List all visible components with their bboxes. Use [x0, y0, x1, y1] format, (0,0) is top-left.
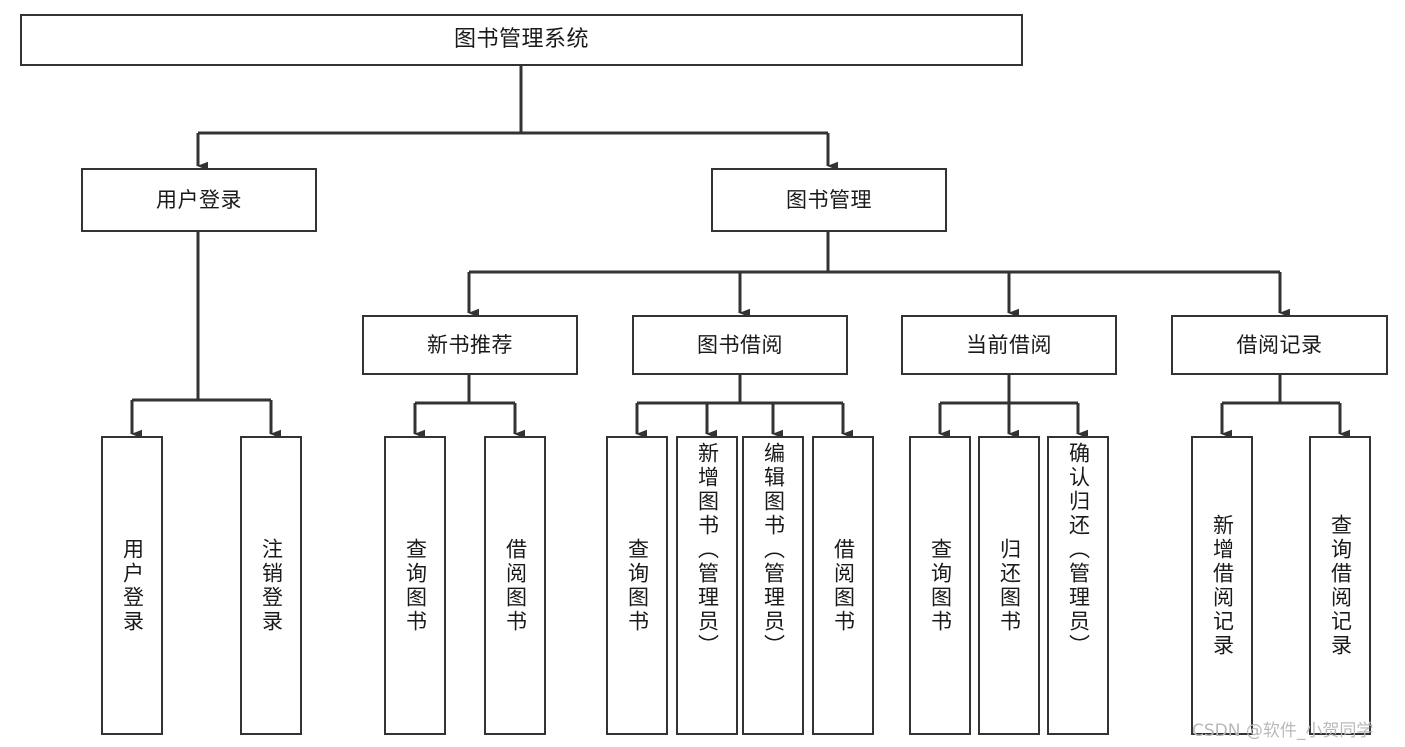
node-label: 编辑图书（管理员） — [761, 442, 786, 658]
node-label: 新增借阅记录 — [1210, 513, 1235, 658]
node-book-borrow[interactable]: 图书借阅 — [632, 315, 848, 375]
node-label: 查询借阅记录 — [1328, 513, 1353, 658]
node-leaf-query-book-borrow[interactable]: 查询图书 — [606, 436, 668, 735]
node-leaf-add-borrow-record[interactable]: 新增借阅记录 — [1191, 436, 1253, 735]
node-leaf-query-book-current[interactable]: 查询图书 — [909, 436, 971, 735]
node-book-management[interactable]: 图书管理 — [711, 168, 947, 232]
node-leaf-user-login[interactable]: 用户登录 — [101, 436, 163, 735]
csdn-watermark: CSDN @软件_小贺同学 — [1192, 721, 1374, 741]
node-leaf-user-logout[interactable]: 注销登录 — [240, 436, 302, 735]
node-label: 借阅图书 — [831, 537, 856, 634]
node-label: 图书借阅 — [697, 332, 783, 357]
node-label: 确认归还（管理员） — [1066, 442, 1091, 658]
node-label: 当前借阅 — [966, 332, 1052, 357]
node-label: 借阅图书 — [503, 537, 528, 634]
node-leaf-borrow-book[interactable]: 借阅图书 — [812, 436, 874, 735]
node-label: 注销登录 — [259, 537, 284, 634]
node-label: 查询图书 — [625, 537, 650, 634]
node-leaf-query-book-recommend[interactable]: 查询图书 — [384, 436, 446, 735]
node-leaf-confirm-return[interactable]: 确认归还（管理员） — [1047, 436, 1109, 735]
node-leaf-edit-book[interactable]: 编辑图书（管理员） — [742, 436, 804, 735]
node-label: 新增图书（管理员） — [695, 442, 720, 658]
node-label: 新书推荐 — [427, 332, 513, 357]
node-label: 借阅记录 — [1236, 332, 1323, 357]
node-leaf-add-book[interactable]: 新增图书（管理员） — [676, 436, 738, 735]
node-label: 用户登录 — [120, 537, 145, 634]
node-label: 用户登录 — [156, 187, 242, 212]
node-leaf-return-book[interactable]: 归还图书 — [978, 436, 1040, 735]
node-label: 图书管理系统 — [453, 27, 589, 53]
node-root-book-management-system[interactable]: 图书管理系统 — [20, 14, 1023, 66]
node-user-login[interactable]: 用户登录 — [81, 168, 317, 232]
node-label: 图书管理 — [786, 187, 872, 212]
node-current-borrow[interactable]: 当前借阅 — [901, 315, 1117, 375]
node-leaf-borrow-book-recommend[interactable]: 借阅图书 — [484, 436, 546, 735]
node-borrow-record[interactable]: 借阅记录 — [1171, 315, 1388, 375]
node-label: 归还图书 — [997, 537, 1022, 634]
node-label: 查询图书 — [403, 537, 428, 634]
node-leaf-query-borrow-record[interactable]: 查询借阅记录 — [1309, 436, 1371, 735]
node-new-book-recommend[interactable]: 新书推荐 — [362, 315, 578, 375]
node-label: 查询图书 — [928, 537, 953, 634]
